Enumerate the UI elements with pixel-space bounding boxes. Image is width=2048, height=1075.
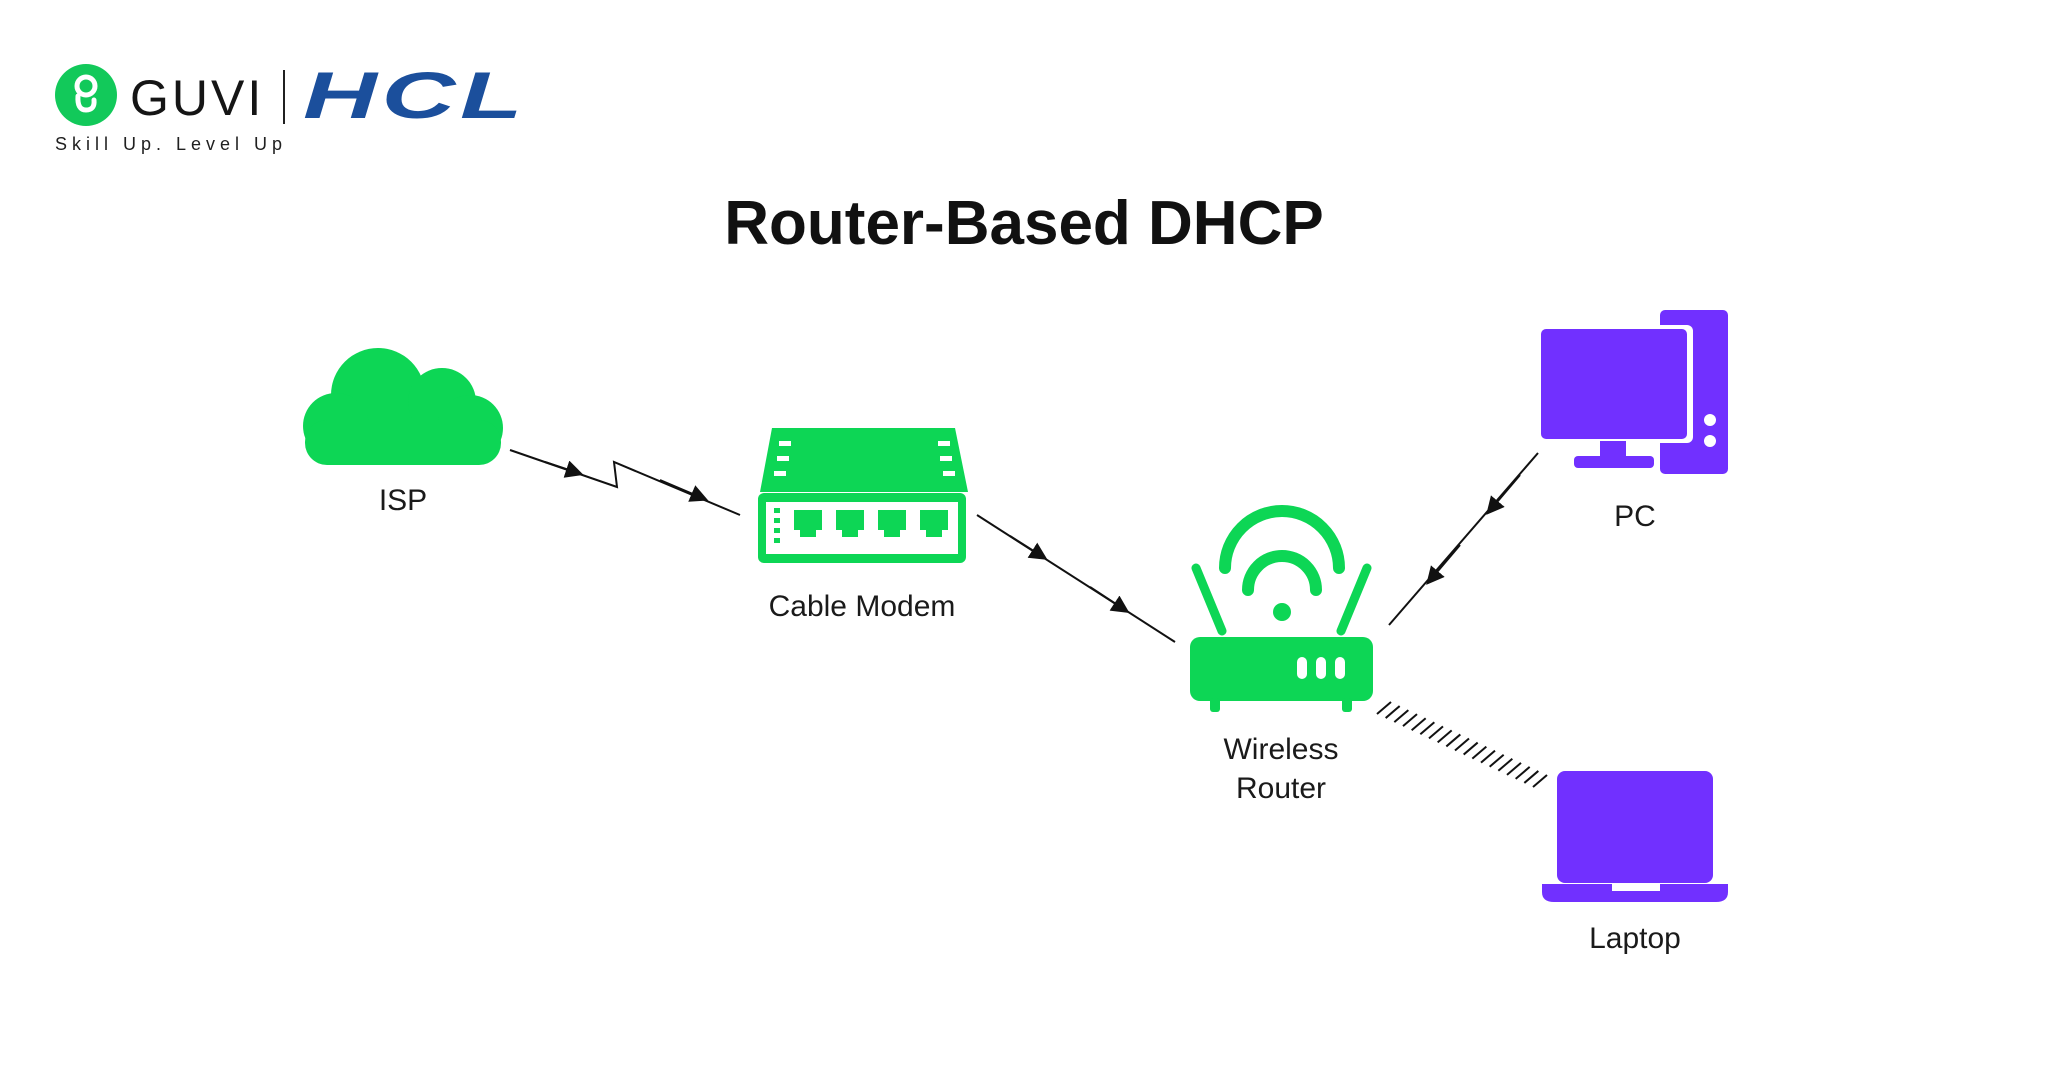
brand-tagline: Skill Up. Level Up <box>55 134 288 154</box>
router-laptop-wireless-link <box>1376 701 1548 788</box>
page-title: Router-Based DHCP <box>724 189 1324 258</box>
isp-modem-link <box>509 449 741 516</box>
modem-router-link <box>976 514 1176 643</box>
cloud-icon <box>303 348 503 465</box>
wireless-router-icon <box>1190 505 1373 712</box>
switch-modem-icon <box>758 428 968 563</box>
laptop-label: Laptop <box>1589 922 1681 955</box>
guvi-wordmark: GUVI <box>130 70 265 126</box>
guvi-logo-icon <box>55 64 117 126</box>
pc-label: PC <box>1614 500 1656 533</box>
wireless-router-label-line2: Router <box>1235 772 1327 805</box>
wireless-router-label-line1: Wireless <box>1223 733 1339 766</box>
laptop-icon <box>1542 771 1728 902</box>
logo-divider <box>283 70 285 124</box>
hcl-wordmark: HCL <box>303 58 528 132</box>
desktop-pc-icon <box>1537 310 1728 474</box>
cable-modem-label: Cable Modem <box>768 590 956 623</box>
pc-router-link <box>1388 452 1539 626</box>
isp-label: ISP <box>378 484 428 517</box>
brand-logo: GUVI HCL Skill Up. Level Up <box>55 62 595 162</box>
